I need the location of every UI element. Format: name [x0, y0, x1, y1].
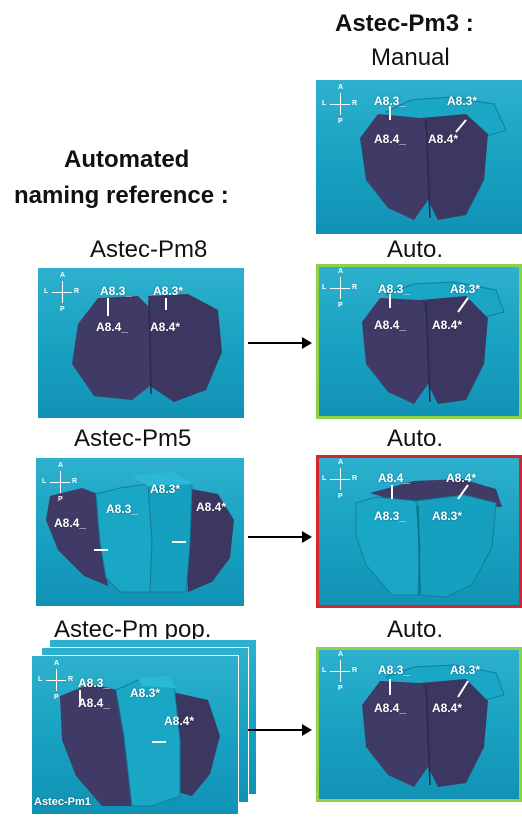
manual-a83-right: A8.3*	[447, 94, 478, 108]
pop-a84-right: A8.4*	[164, 714, 195, 728]
stack-caption: Astec-Pm1	[34, 796, 91, 808]
automated-subtitle: naming reference :	[14, 182, 229, 209]
row3-auto-a83-left: A8.3_	[378, 663, 411, 677]
row2-auto-panel: A L R P A8.4_ A8.4* A8.3_ A8.3*	[316, 455, 522, 608]
row2-auto-a83-right: A8.3*	[432, 509, 463, 523]
row2-arrow	[248, 531, 312, 543]
row2-auto-a84-right: A8.4*	[446, 471, 477, 485]
pop-a83-right: A8.3*	[130, 686, 161, 700]
pm8-a84-left: A8.4_	[96, 320, 129, 334]
pm5-compass-icon: A L R P	[42, 462, 78, 503]
manual-title: Astec-Pm3 :	[335, 10, 474, 37]
pm5-a84-right: A8.4*	[196, 500, 227, 514]
row2-right-label: Auto.	[387, 425, 444, 452]
row1-arrow	[248, 337, 312, 349]
row3-auto-cells-drawing	[362, 664, 505, 787]
manual-panel: A L R P A8.3_ A8.3* A8.4_ A8.4*	[316, 80, 522, 234]
pm8-a84-right: A8.4*	[150, 320, 181, 334]
pop-cells-drawing	[60, 676, 220, 807]
pm5-a83-right: A8.3*	[150, 482, 181, 496]
row1-auto-cells-drawing	[362, 281, 505, 404]
manual-a83-left: A8.3_	[374, 94, 407, 108]
pm5-cells-drawing	[46, 472, 234, 593]
row1-left-label: Astec-Pm8	[90, 236, 208, 263]
row1-right-label: Auto.	[387, 236, 444, 263]
pm8-a83-left: A8.3_	[100, 284, 133, 298]
manual-cells-drawing	[360, 96, 507, 220]
row2-auto-cells-drawing	[355, 479, 502, 598]
pm5-a84-left: A8.4_	[54, 516, 87, 530]
row3-right-label: Auto.	[387, 616, 444, 643]
pop-a83-left: A8.3_	[78, 676, 111, 690]
row3-arrow	[248, 724, 312, 736]
pm8-a83-right: A8.3*	[153, 284, 184, 298]
pm5-a83-left: A8.3_	[106, 502, 139, 516]
automated-title: Automated	[64, 146, 190, 173]
manual-subtitle: Manual	[371, 44, 450, 71]
pop-compass-icon: A L R P	[38, 660, 74, 701]
row3-auto-a84-right: A8.4*	[432, 701, 463, 715]
manual-compass-icon: A L R P	[322, 84, 358, 125]
row3-auto-a84-left: A8.4_	[374, 701, 407, 715]
row3-auto-panel: A L R P A8.3_ A8.3* A8.4_ A8.4*	[316, 647, 522, 802]
pm8-reference-panel: A L R P A8.3_ A8.3* A8.4_ A8.4*	[38, 268, 244, 418]
pm5-reference-panel: A L R P A8.3_ A8.3* A8.4_ A8.4*	[36, 458, 244, 606]
row1-auto-a83-left: A8.3_	[378, 282, 411, 296]
pop-reference-panel: A L R P A8.3_ A8.3* A8.4_ A8.4* Astec-Pm…	[32, 656, 238, 814]
manual-a84-left: A8.4_	[374, 132, 407, 146]
manual-a84-right: A8.4*	[428, 132, 459, 146]
row3-auto-compass-icon: A L R P	[322, 651, 358, 692]
row1-auto-panel: A L R P A8.3_ A8.3* A8.4_ A8.4*	[316, 264, 522, 419]
row2-auto-a84-left: A8.4_	[378, 471, 411, 485]
row3-auto-a83-right: A8.3*	[450, 663, 481, 677]
row1-auto-a83-right: A8.3*	[450, 282, 481, 296]
row2-auto-compass-icon: A L R P	[322, 459, 358, 500]
row1-auto-a84-left: A8.4_	[374, 318, 407, 332]
row1-auto-a84-right: A8.4*	[432, 318, 463, 332]
row2-auto-a83-left: A8.3_	[374, 509, 407, 523]
pm8-cells-drawing	[72, 294, 222, 402]
row2-left-label: Astec-Pm5	[74, 425, 192, 452]
pop-a84-left: A8.4_	[78, 696, 111, 710]
row3-left-label: Astec-Pm pop.	[54, 616, 212, 643]
row1-auto-compass-icon: A L R P	[322, 268, 358, 309]
pm8-compass-icon: A L R P	[44, 272, 80, 313]
